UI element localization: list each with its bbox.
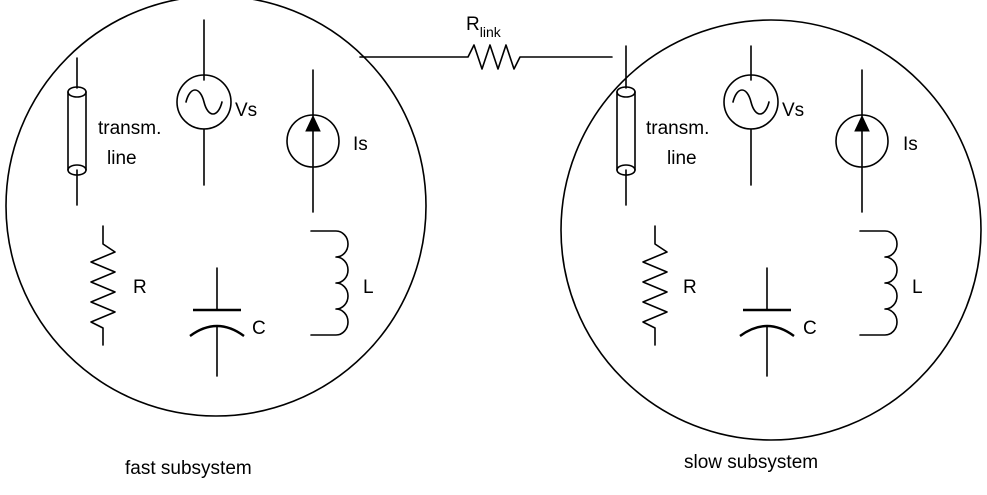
slow-inductor: L — [859, 230, 923, 336]
fast-transmission-line-label-2: line — [107, 148, 137, 169]
slow-current-source-label: Is — [903, 134, 918, 155]
slow-resistor: R — [642, 225, 697, 346]
fast-capacitor: C — [189, 267, 266, 377]
slow-transmission-line-label-2: line — [667, 148, 697, 169]
fast-resistor-label: R — [133, 277, 147, 298]
fast-voltage-source-label: Vs — [235, 100, 257, 121]
fast-current-source: Is — [286, 69, 368, 213]
slow-subsystem: transm. line Vs Is R — [560, 19, 982, 473]
slow-capacitor-label: C — [803, 318, 817, 339]
fast-inductor: L — [310, 230, 374, 336]
slow-subsystem-caption: slow subsystem — [684, 452, 818, 473]
fast-inductor-label: L — [363, 277, 374, 298]
fast-subsystem-boundary — [5, 0, 427, 417]
slow-voltage-source-label: Vs — [782, 100, 804, 121]
fast-subsystem-caption: fast subsystem — [125, 458, 252, 479]
fast-transmission-line: transm. line — [67, 57, 161, 206]
slow-capacitor: C — [739, 267, 817, 377]
fast-capacitor-label: C — [252, 318, 266, 339]
fast-resistor: R — [90, 225, 147, 346]
slow-transmission-line: transm. line — [616, 45, 709, 206]
slow-subsystem-boundary — [560, 19, 982, 441]
link-resistor-label: Rlink — [466, 14, 502, 40]
slow-resistor-label: R — [683, 277, 697, 298]
fast-subsystem: transm. line Vs Is R — [5, 0, 427, 479]
fast-voltage-source: Vs — [176, 19, 257, 186]
link-resistor: Rlink — [359, 14, 613, 70]
slow-voltage-source: Vs — [723, 45, 804, 186]
fast-current-source-label: Is — [353, 134, 368, 155]
fast-transmission-line-label-1: transm. — [98, 118, 161, 139]
slow-current-source: Is — [835, 69, 918, 213]
slow-inductor-label: L — [912, 277, 923, 298]
slow-transmission-line-label-1: transm. — [646, 118, 709, 139]
